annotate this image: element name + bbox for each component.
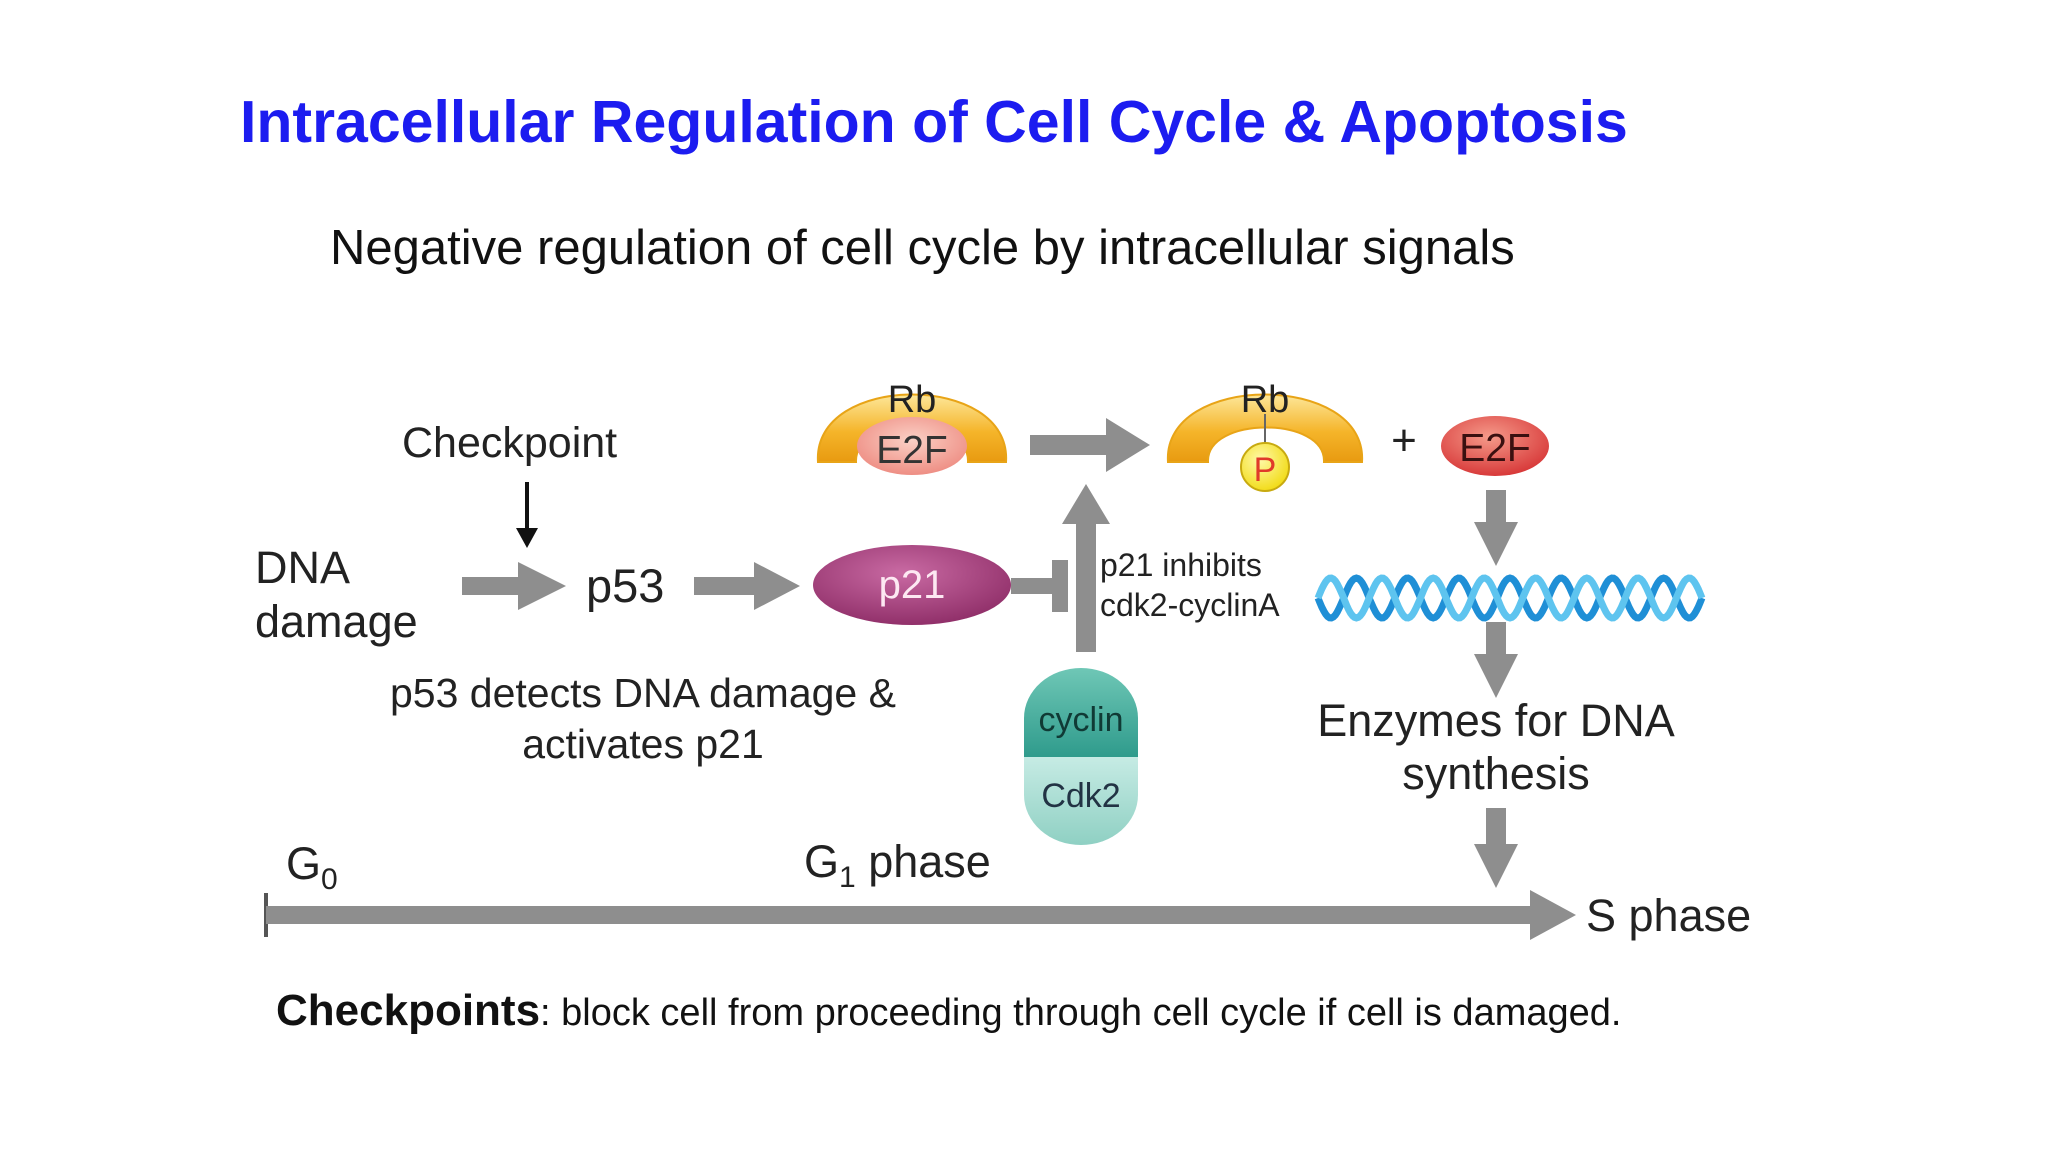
checkpoint-arrow-head <box>516 528 538 548</box>
g1-label: G1 phase <box>804 836 991 894</box>
enzymes-label-line2: synthesis <box>1402 748 1590 799</box>
cdk2-label: Cdk2 <box>1041 777 1120 815</box>
timeline-arrow-head <box>1530 890 1576 940</box>
cdk2-protein <box>1024 757 1138 845</box>
p21-label: p21 <box>879 563 946 607</box>
cyclin-protein <box>1024 668 1138 757</box>
p53-label: p53 <box>586 559 664 612</box>
rb-complex-rb-label: Rb <box>888 379 937 421</box>
inhibition-note-line2: cdk2-cyclinA <box>1100 587 1280 623</box>
footer-term: Checkpoints <box>276 986 541 1035</box>
e2f-bound <box>857 417 967 475</box>
dna-damage-label-line2: damage <box>255 596 418 647</box>
p53-note-line1: p53 detects DNA damage & <box>390 670 896 716</box>
slide-title: Intracellular Regulation of Cell Cycle &… <box>240 89 1628 155</box>
footer-note: Checkpoints: block cell from proceeding … <box>276 986 1621 1036</box>
slide-subtitle: Negative regulation of cell cycle by int… <box>330 221 1515 275</box>
cyclin-cdk2-complex <box>1024 668 1138 845</box>
dna-helix <box>1314 574 1706 622</box>
arrow-dna-to-enzymes <box>1474 622 1518 698</box>
g0-label: G0 <box>286 838 338 896</box>
cyclin-label: cyclin <box>1038 701 1123 739</box>
arrow-e2f-to-dna <box>1474 490 1518 566</box>
inhibition-line <box>1011 578 1055 594</box>
arrow-cdk-up <box>1062 484 1110 652</box>
plus-sign: + <box>1391 416 1417 465</box>
rb-phos-rb-label: Rb <box>1241 379 1290 421</box>
timeline-bar <box>266 906 1536 924</box>
p53-note-line2: activates p21 <box>522 721 764 767</box>
arrow-enzymes-to-s-phase <box>1474 808 1518 888</box>
arrow-dna-to-p53 <box>462 562 566 610</box>
e2f-free-label: E2F <box>1459 427 1531 470</box>
phosphate-label: P <box>1254 451 1277 489</box>
dna-damage-label-line1: DNA <box>255 542 350 593</box>
enzymes-label-line1: Enzymes for DNA <box>1317 695 1675 746</box>
s-phase-label: S phase <box>1586 890 1751 941</box>
inhibition-note-line1: p21 inhibits <box>1100 547 1262 583</box>
e2f-free <box>1441 416 1549 476</box>
arrow-p53-to-p21 <box>694 562 800 610</box>
rb-complex-e2f-label: E2F <box>876 429 948 472</box>
checkpoint-label: Checkpoint <box>402 419 617 467</box>
inhibition-bar <box>1052 560 1068 612</box>
arrow-phosphorylation <box>1030 418 1150 472</box>
p21-protein <box>813 545 1011 625</box>
footer-definition: : block cell from proceeding through cel… <box>540 992 1622 1034</box>
phosphate-group <box>1240 442 1290 492</box>
rb-e2f-complex <box>816 393 1008 475</box>
rb-phosphorylated <box>1166 393 1364 492</box>
